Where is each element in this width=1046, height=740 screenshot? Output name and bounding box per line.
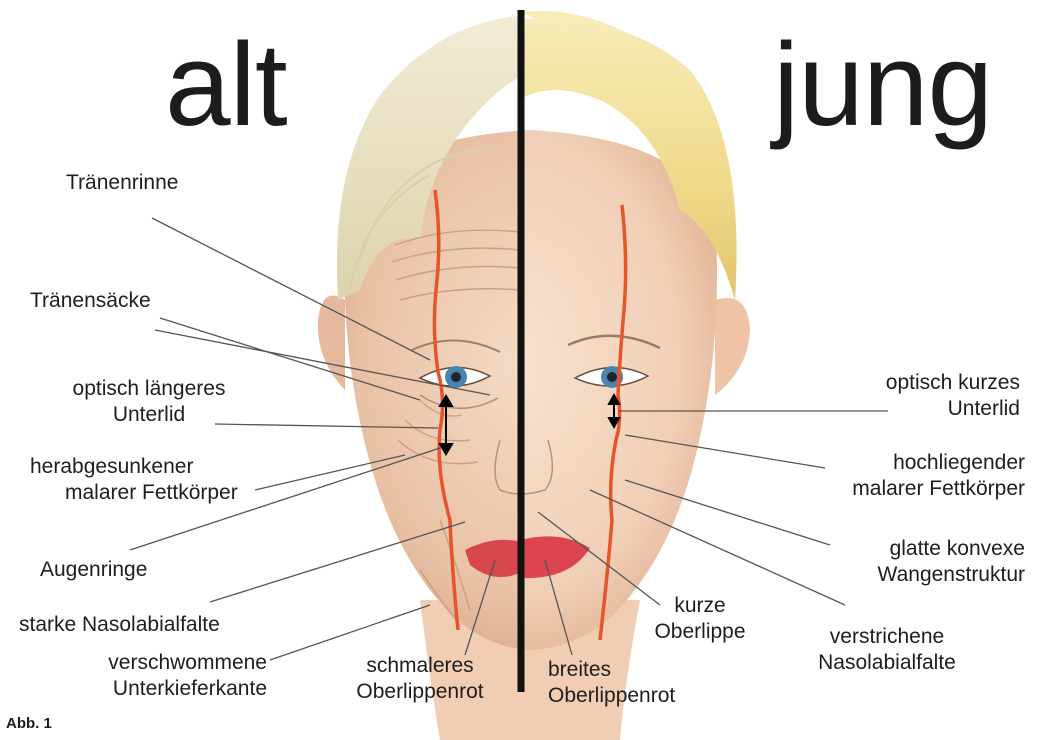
label-kurze-oberlippe: kurze Oberlippe bbox=[640, 593, 760, 645]
label-traenensaecke: Tränensäcke bbox=[30, 288, 151, 314]
label-augenringe: Augenringe bbox=[40, 557, 147, 583]
figure-label: Abb. 1 bbox=[6, 715, 52, 732]
label-glatte-konvexe-wangenstruktur: glatte konvexe Wangenstruktur bbox=[835, 536, 1025, 588]
label-traenenrinne: Tränenrinne bbox=[66, 170, 178, 196]
label-schmaleres-oberlippenrot: schmaleres Oberlippenrot bbox=[336, 653, 504, 705]
label-verschwommene-unterkieferkante: verschwommene Unterkieferkante bbox=[40, 650, 267, 702]
right-ear bbox=[715, 298, 750, 395]
label-herabgesunkener-fettkoerper: herabgesunkener malarer Fettkörper bbox=[30, 454, 238, 506]
title-old: alt bbox=[165, 26, 287, 144]
label-optisch-kurzes-unterlid: optisch kurzes Unterlid bbox=[820, 370, 1020, 422]
label-verstrichene-nasolabialfalte: verstrichene Nasolabialfalte bbox=[792, 624, 982, 676]
label-optisch-laengeres-unterlid: optisch längeres Unterlid bbox=[34, 376, 264, 428]
label-starke-nasolabialfalte: starke Nasolabialfalte bbox=[19, 612, 220, 638]
title-young: jung bbox=[773, 26, 992, 144]
label-hochliegender-fettkoerper: hochliegender malarer Fettkörper bbox=[815, 450, 1025, 502]
label-breites-oberlippenrot: breites Oberlippenrot bbox=[548, 657, 675, 709]
